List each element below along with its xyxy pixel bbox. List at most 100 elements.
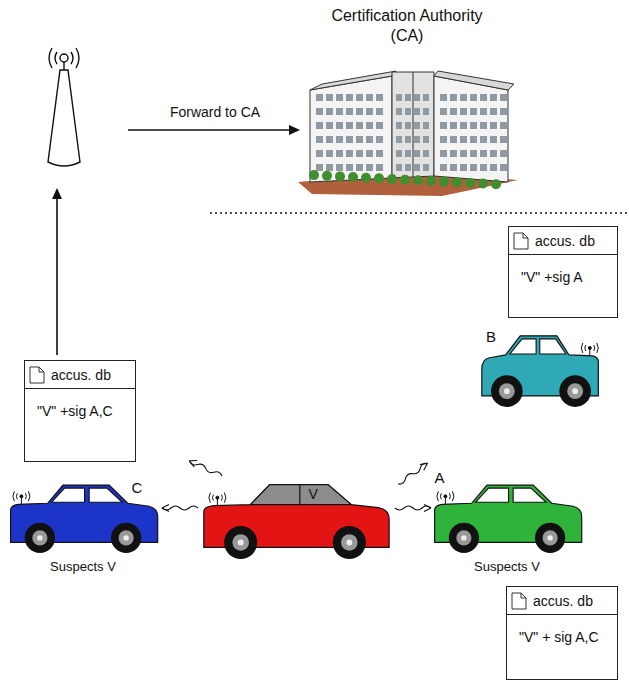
building-window <box>450 108 457 115</box>
building-window <box>356 108 363 115</box>
building-window <box>490 136 497 143</box>
building-window <box>500 150 507 157</box>
building-window <box>316 136 323 143</box>
building-window <box>316 150 323 157</box>
building-window <box>414 136 420 143</box>
car-wheel <box>449 523 479 553</box>
car-antenna <box>437 491 454 504</box>
wave-line <box>162 506 198 510</box>
building-illustration <box>292 52 522 198</box>
shrub <box>491 179 501 189</box>
building-window <box>440 122 447 129</box>
note-title: accus. db <box>535 233 595 249</box>
building-window <box>440 136 447 143</box>
note-entry: "V" + sig A,C <box>519 629 607 645</box>
building-window <box>366 122 373 129</box>
shrub <box>309 170 319 180</box>
building-window <box>356 136 363 143</box>
building-window <box>326 164 333 171</box>
building-window <box>316 108 323 115</box>
building-window <box>460 122 467 129</box>
vehicle: V <box>198 468 392 560</box>
car-roof <box>250 485 351 505</box>
radio-tower <box>48 48 80 166</box>
shrub <box>374 173 384 183</box>
car-figure <box>204 485 389 559</box>
vehicle: B <box>480 320 602 408</box>
document-icon <box>511 592 527 610</box>
building-window <box>460 108 467 115</box>
car-wheel <box>224 526 257 559</box>
note-body: "V" +sig A <box>509 255 617 293</box>
building-window <box>396 94 402 101</box>
building-window <box>423 122 429 129</box>
building-window <box>396 164 402 171</box>
shrub <box>361 173 371 183</box>
shrub <box>387 174 397 184</box>
building-window <box>316 94 323 101</box>
car-figure <box>482 336 599 407</box>
building-window <box>480 108 487 115</box>
wave-line <box>395 506 431 510</box>
building-window <box>460 164 467 171</box>
shrub <box>465 178 475 188</box>
building-window <box>490 108 497 115</box>
building-window <box>450 94 457 101</box>
wave-line <box>189 459 223 478</box>
building-window <box>490 164 497 171</box>
building-window <box>480 136 487 143</box>
building-window <box>326 136 333 143</box>
building-window <box>366 164 373 171</box>
building-window <box>470 150 477 157</box>
radio-waves <box>49 48 79 68</box>
building-window <box>346 94 353 101</box>
building-window <box>336 164 343 171</box>
note-header: accus. db <box>507 587 617 615</box>
car-wheel <box>25 523 55 553</box>
building-window <box>423 150 429 157</box>
building-window <box>460 94 467 101</box>
shrub <box>452 177 462 187</box>
building-window <box>500 94 507 101</box>
building-window <box>346 150 353 157</box>
car-window <box>89 488 122 502</box>
building-window <box>376 108 383 115</box>
broadcast-waves <box>162 458 431 512</box>
building-figure <box>298 71 518 196</box>
building-window <box>460 136 467 143</box>
building-window <box>376 150 383 157</box>
building-window <box>500 164 507 171</box>
shrub <box>413 175 423 185</box>
arrow-label: Forward to CA <box>135 104 295 120</box>
building-window <box>480 122 487 129</box>
building-window <box>326 150 333 157</box>
arrow-head <box>52 188 62 199</box>
car-wheel <box>333 526 366 559</box>
shrub <box>439 177 449 187</box>
car-illustration <box>480 320 602 408</box>
building-window <box>460 150 467 157</box>
car-window <box>513 488 546 502</box>
wave-head <box>162 505 169 512</box>
shrub <box>400 175 410 185</box>
wave-arrow <box>396 460 430 486</box>
arrow-line <box>56 198 58 355</box>
shrub <box>335 171 345 181</box>
building-window <box>356 164 363 171</box>
building-window <box>450 150 457 157</box>
wave-head <box>424 505 431 512</box>
wave-arrow <box>188 458 224 480</box>
building-window <box>356 94 363 101</box>
car-caption: Suspects V <box>430 560 584 573</box>
upload-arrow <box>52 188 62 355</box>
document-icon <box>513 232 529 250</box>
vehicle: ASuspects V <box>430 470 584 582</box>
building-window <box>500 122 507 129</box>
authority-building: Certification Authority (CA) <box>292 6 522 200</box>
car-antenna <box>209 493 226 506</box>
building-window <box>440 164 447 171</box>
car-letter: B <box>486 329 496 344</box>
building-window <box>440 94 447 101</box>
building-window <box>356 150 363 157</box>
